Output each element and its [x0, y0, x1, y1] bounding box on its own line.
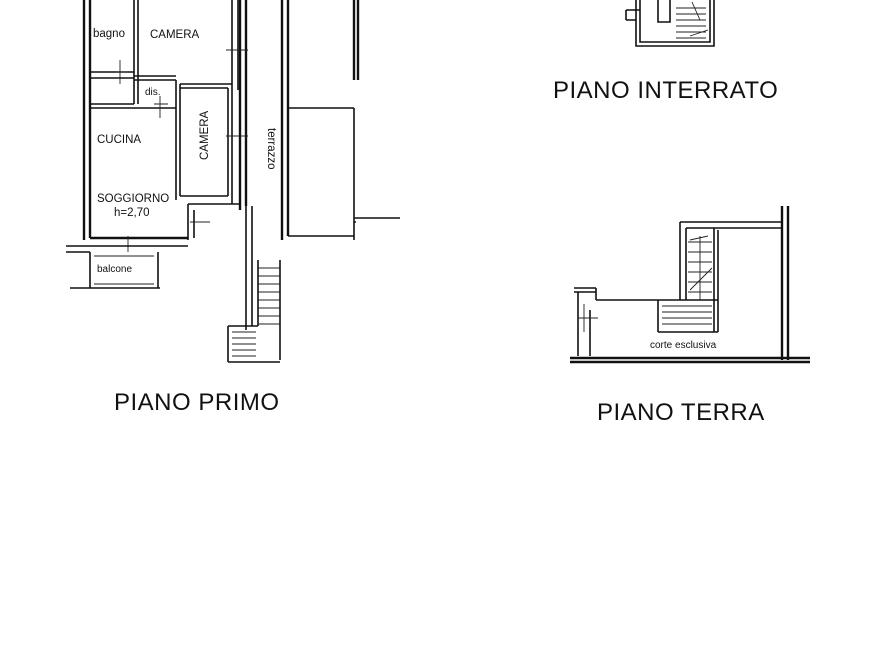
piano-primo-plan: [66, 0, 400, 363]
piano-interrato-plan: [625, 0, 715, 47]
area-label-corte-esclusiva: corte esclusiva: [650, 340, 717, 351]
room-label-camera-side: CAMERA: [199, 110, 211, 160]
floor-title-piano-interrato: PIANO INTERRATO: [553, 77, 778, 104]
room-label-disimpegno: dis.: [145, 87, 161, 98]
piano-terra-plan: [570, 206, 810, 364]
room-label-cucina: CUCINA: [97, 134, 141, 146]
floor-title-piano-primo: PIANO PRIMO: [114, 389, 280, 416]
room-label-bagno: bagno: [93, 28, 125, 40]
room-label-terrazzo: terrazzo: [265, 128, 277, 170]
room-height-soggiorno: h=2,70: [114, 207, 150, 219]
room-label-balcone: balcone: [97, 264, 132, 275]
room-label-camera: CAMERA: [150, 29, 200, 41]
floor-title-piano-terra: PIANO TERRA: [597, 399, 765, 426]
room-label-soggiorno: SOGGIORNO: [97, 193, 169, 205]
